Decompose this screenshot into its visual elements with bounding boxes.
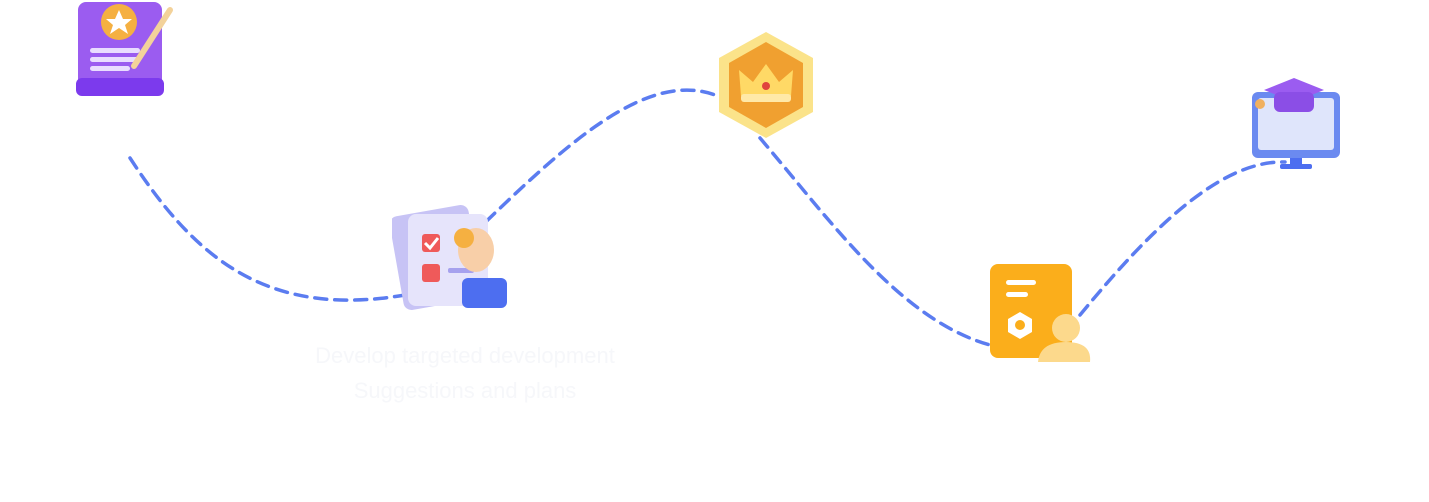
checklist-icon (392, 205, 507, 310)
caption-line-2: Suggestions and plans (353, 378, 577, 403)
caption-line-1: Develop targeted development (315, 343, 615, 368)
certificate-icon (76, 2, 173, 96)
step-caption: Develop targeted development Suggestions… (280, 338, 650, 408)
document-user-icon (990, 264, 1091, 362)
graduation-monitor-icon (1252, 78, 1340, 169)
crown-badge-icon (719, 32, 813, 138)
